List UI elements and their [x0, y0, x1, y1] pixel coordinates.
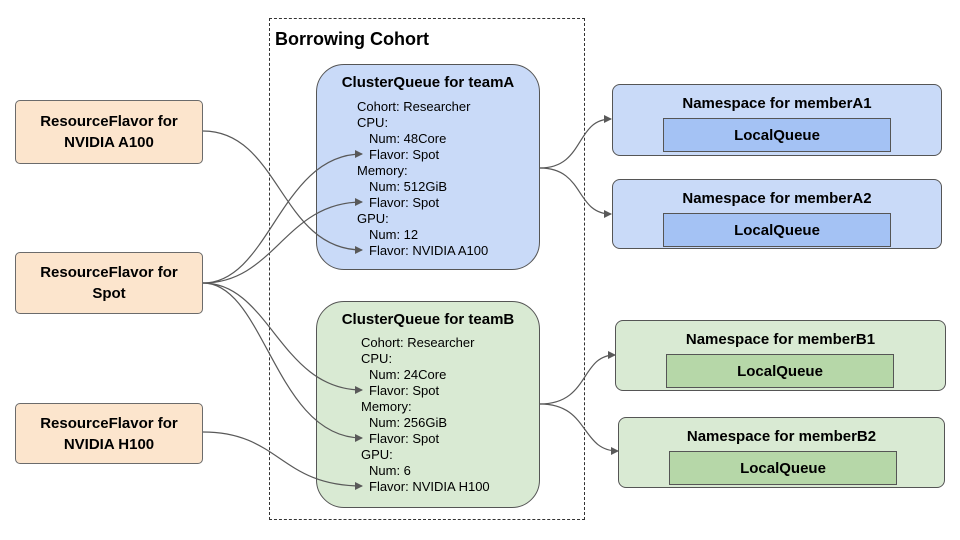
resource-flavor-label: ResourceFlavor for — [40, 264, 178, 281]
memory-heading: Memory: — [361, 399, 412, 414]
cpu-num: Num: 24Core — [369, 367, 447, 382]
memory-num: Num: 512GiB — [369, 179, 448, 194]
cohort-title: Borrowing Cohort — [275, 29, 429, 49]
local-queue[interactable]: LocalQueue — [663, 118, 891, 152]
gpu-flavor: Flavor: NVIDIA H100 — [369, 479, 490, 494]
namespace-title: Namespace for memberB1 — [685, 331, 876, 348]
cohort-line: Cohort: Researcher — [361, 335, 475, 350]
cluster-queue-teama[interactable]: ClusterQueue for teamA Cohort: Researche… — [316, 64, 540, 270]
cohort-line: Cohort: Researcher — [357, 99, 471, 114]
memory-num: Num: 256GiB — [369, 415, 448, 430]
gpu-num: Num: 6 — [369, 463, 411, 478]
resource-flavor-label: ResourceFlavor for — [40, 414, 178, 432]
resource-flavor-name: NVIDIA A100 — [64, 134, 154, 151]
namespace-title: Namespace for memberA1 — [682, 95, 872, 112]
namespace-memberb1[interactable]: Namespace for memberB1 LocalQueue — [615, 320, 946, 391]
resource-flavor-label: ResourceFlavor for — [40, 113, 178, 130]
cluster-queue-title: ClusterQueue for teamA — [341, 74, 515, 91]
resource-flavor-a100[interactable]: ResourceFlavor for NVIDIA A100 — [15, 100, 203, 164]
cluster-queue-title: ClusterQueue for teamB — [341, 311, 515, 328]
cpu-flavor: Flavor: Spot — [369, 147, 440, 162]
resource-flavor-name: Spot — [92, 285, 126, 302]
namespace-membera2[interactable]: Namespace for memberA2 LocalQueue — [612, 179, 942, 249]
gpu-flavor: Flavor: NVIDIA A100 — [369, 243, 489, 258]
namespace-membera1[interactable]: Namespace for memberA1 LocalQueue — [612, 84, 942, 156]
cluster-queue-teamb[interactable]: ClusterQueue for teamB Cohort: Researche… — [316, 301, 540, 508]
cpu-heading: CPU: — [361, 351, 393, 366]
local-queue[interactable]: LocalQueue — [663, 213, 891, 247]
resource-flavor-spot[interactable]: ResourceFlavor for Spot — [15, 252, 203, 314]
local-queue[interactable]: LocalQueue — [666, 354, 894, 388]
gpu-heading: GPU: — [357, 211, 389, 226]
memory-heading: Memory: — [357, 163, 408, 178]
namespace-memberb2[interactable]: Namespace for memberB2 LocalQueue — [618, 417, 945, 488]
gpu-num: Num: 12 — [369, 227, 419, 242]
gpu-heading: GPU: — [361, 447, 393, 462]
namespace-title: Namespace for memberA2 — [682, 190, 872, 207]
resource-flavor-h100[interactable]: ResourceFlavor for NVIDIA H100 — [15, 403, 203, 464]
namespace-title: Namespace for memberB2 — [686, 428, 877, 445]
local-queue[interactable]: LocalQueue — [669, 451, 897, 485]
memory-flavor: Flavor: Spot — [369, 431, 440, 446]
cpu-num: Num: 48Core — [369, 131, 447, 146]
cpu-flavor: Flavor: Spot — [369, 383, 440, 398]
resource-flavor-name: NVIDIA H100 — [63, 435, 155, 453]
memory-flavor: Flavor: Spot — [369, 195, 440, 210]
cpu-heading: CPU: — [357, 115, 389, 130]
